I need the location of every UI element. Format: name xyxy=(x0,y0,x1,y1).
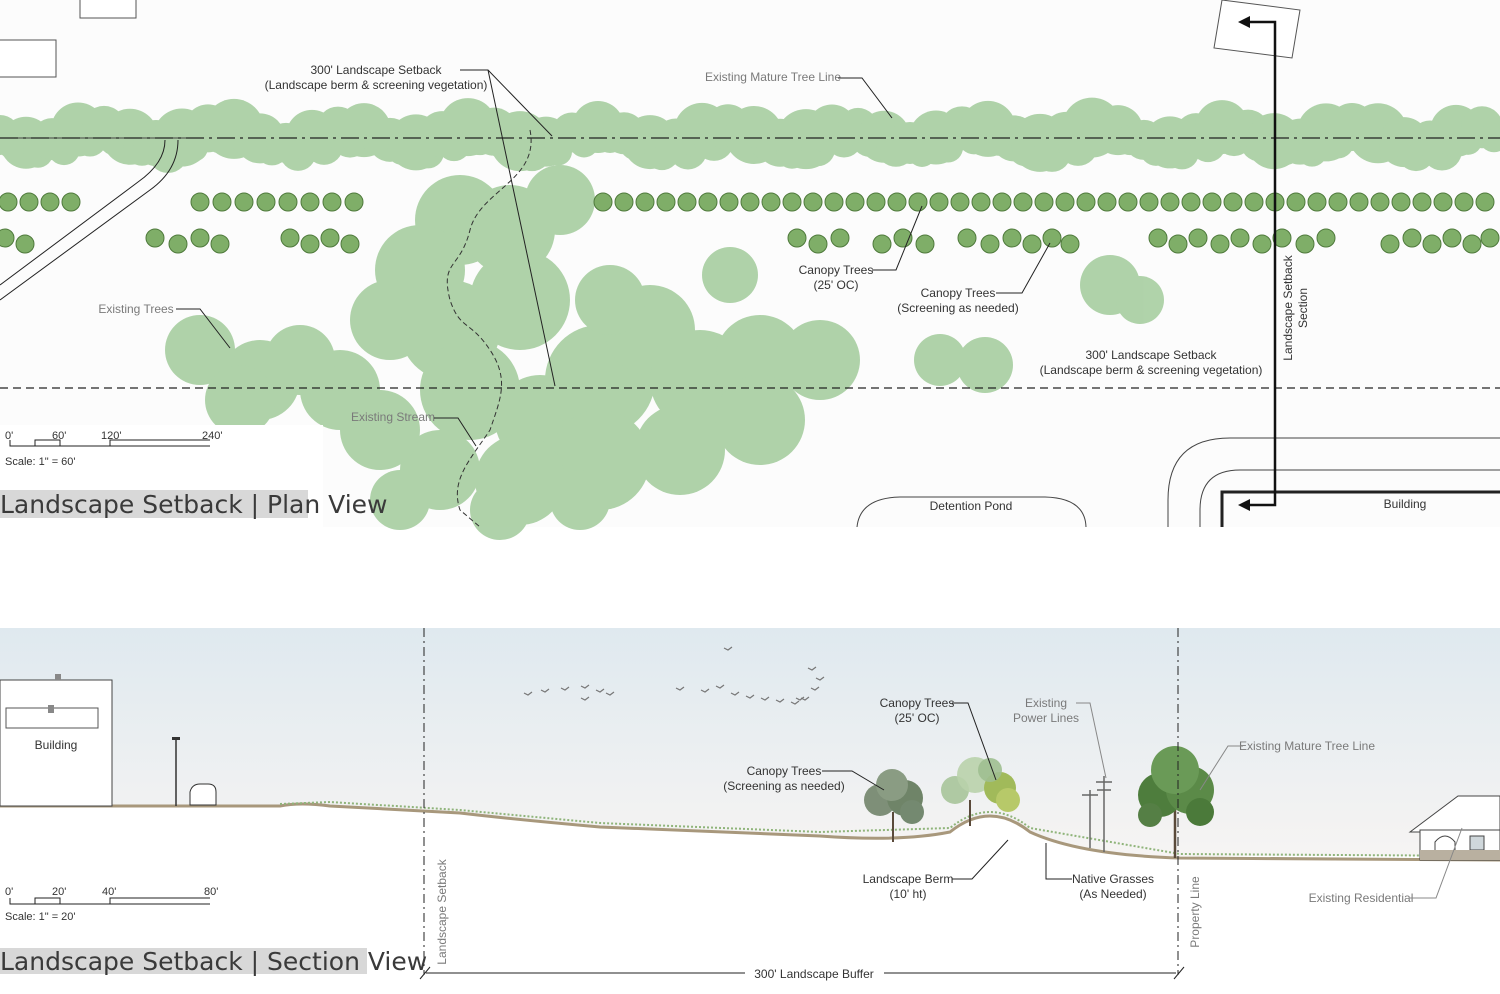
section-power-label-2: Power Lines xyxy=(1013,711,1079,725)
plan-title-bar xyxy=(0,490,308,518)
section-title: Landscape Setback | Section View xyxy=(0,947,427,976)
plan-building-outline xyxy=(1220,490,1500,527)
section-residential-house xyxy=(1408,795,1500,861)
section-cut-arrow-top xyxy=(1238,16,1250,28)
plan-scale-text: Scale: 1" = 60' xyxy=(5,456,76,468)
plan-setback-mid-label-1: 300' Landscape Setback xyxy=(1085,348,1217,362)
section-canopy-screen-label-1: Canopy Trees xyxy=(747,764,822,778)
section-scale-tick-40: 40' xyxy=(102,886,116,898)
plan-canopy-screen-label-2: (Screening as needed) xyxy=(897,301,1018,315)
plan-setback-mid-label-2: (Landscape berm & screening vegetation) xyxy=(1040,363,1263,377)
plan-scale-tick-60: 60' xyxy=(52,430,66,442)
section-light-head xyxy=(172,737,180,740)
section-canopy-screen-label-2: (Screening as needed) xyxy=(723,779,844,793)
plan-setback-top-label-2: (Landscape berm & screening vegetation) xyxy=(265,78,488,92)
section-ground-line xyxy=(0,802,1500,862)
plan-road-edge-2 xyxy=(0,139,166,286)
section-birds xyxy=(523,646,825,705)
section-canopy-tree-25oc xyxy=(941,757,1020,826)
plan-canopy-25-label-1: Canopy Trees xyxy=(799,263,874,277)
section-canopy-tree-screening xyxy=(864,769,924,842)
section-buffer-tick-left xyxy=(419,966,431,980)
plan-structure-right xyxy=(1213,0,1301,59)
section-power-poles xyxy=(1082,776,1112,852)
section-berm-leader xyxy=(952,839,1009,880)
section-cut-label-1: Landscape Setback xyxy=(1281,254,1295,360)
section-buffer-tick-right xyxy=(1173,966,1185,980)
plan-canopy-25-leader xyxy=(872,205,923,271)
section-grasses-leader xyxy=(1045,843,1072,880)
plan-canopy-screen-leader xyxy=(996,242,1051,294)
section-berm-label-2: (10' ht) xyxy=(890,887,927,901)
plan-structure-left xyxy=(0,39,57,78)
plan-structure-top xyxy=(79,0,137,19)
section-ground-fill xyxy=(0,804,1500,989)
section-buffer-label: 300' Landscape Buffer xyxy=(754,967,874,981)
plan-canopy-25-label-2: (25' OC) xyxy=(814,278,859,292)
plan-pond-label: Detention Pond xyxy=(930,499,1013,513)
section-scale-text: Scale: 1" = 20' xyxy=(5,911,76,923)
section-building xyxy=(0,674,113,807)
section-canopy-25-label-2: (25' OC) xyxy=(895,711,940,725)
plan-road-curve-outer xyxy=(1167,437,1500,527)
section-cut-line xyxy=(1248,20,1277,507)
section-scale-tick-80: 80' xyxy=(204,886,218,898)
plan-scale-tick-0: 0' xyxy=(5,430,13,442)
plan-setback-top-label-1: 300' Landscape Setback xyxy=(310,63,442,77)
section-property-line-label: Property Line xyxy=(1188,876,1202,948)
section-residential-leader xyxy=(1410,827,1463,899)
plan-stream-leader xyxy=(434,417,477,447)
plan-road-curve-inner xyxy=(1199,469,1500,527)
plan-existing-trees-leader xyxy=(176,308,231,349)
plan-scale-bar xyxy=(9,439,210,447)
section-view: Building xyxy=(0,628,1500,989)
section-canopy-25-label-1: Canopy Trees xyxy=(880,696,955,710)
section-canopy-25-leader xyxy=(952,702,997,781)
plan-setback-top-leader-2 xyxy=(487,69,556,387)
plan-road-edge-1 xyxy=(0,139,179,301)
section-building-label: Building xyxy=(35,738,78,752)
section-cut-arrow-bottom xyxy=(1238,499,1250,511)
section-scale-bar xyxy=(9,897,210,905)
section-native-grass xyxy=(279,800,1500,857)
plan-building-label: Building xyxy=(1384,497,1427,511)
plan-canopy-screen-label-1: Canopy Trees xyxy=(921,286,996,300)
plan-view: Detention Pond Building Landscape Setbac… xyxy=(0,0,1500,540)
section-car xyxy=(189,783,217,806)
section-grasses-label-2: (As Needed) xyxy=(1079,887,1146,901)
section-mature-tree-label: Existing Mature Tree Line xyxy=(1239,739,1375,753)
plan-mature-tree-leader xyxy=(838,77,893,119)
plan-detention-pond xyxy=(856,496,1087,528)
section-residential-label: Existing Residential xyxy=(1309,891,1414,905)
section-mature-tree-leader xyxy=(1199,745,1243,791)
section-scale-tick-0: 0' xyxy=(5,886,13,898)
section-canopy-screen-leader xyxy=(822,770,885,791)
section-scale-tick-20: 20' xyxy=(52,886,66,898)
section-berm-label-1: Landscape Berm xyxy=(863,872,954,886)
plan-scale-tick-240: 240' xyxy=(202,430,222,442)
plan-existing-stream xyxy=(446,129,532,528)
plan-title: Landscape Setback | Plan View xyxy=(0,490,388,519)
plan-mature-tree-label: Existing Mature Tree Line xyxy=(705,70,841,84)
section-setback-vertical-label: Landscape Setback xyxy=(435,858,449,964)
plan-stream-label: Existing Stream xyxy=(351,410,435,424)
section-power-label-1: Existing xyxy=(1025,696,1067,710)
plan-scale-tick-120: 120' xyxy=(101,430,121,442)
section-power-leader xyxy=(1076,702,1107,779)
section-grasses-label-1: Native Grasses xyxy=(1072,872,1154,886)
section-title-bar xyxy=(0,948,367,974)
section-cut-label-2: Section xyxy=(1296,288,1310,328)
plan-existing-trees-label: Existing Trees xyxy=(98,302,173,316)
plan-shrub-rows xyxy=(0,192,1500,254)
